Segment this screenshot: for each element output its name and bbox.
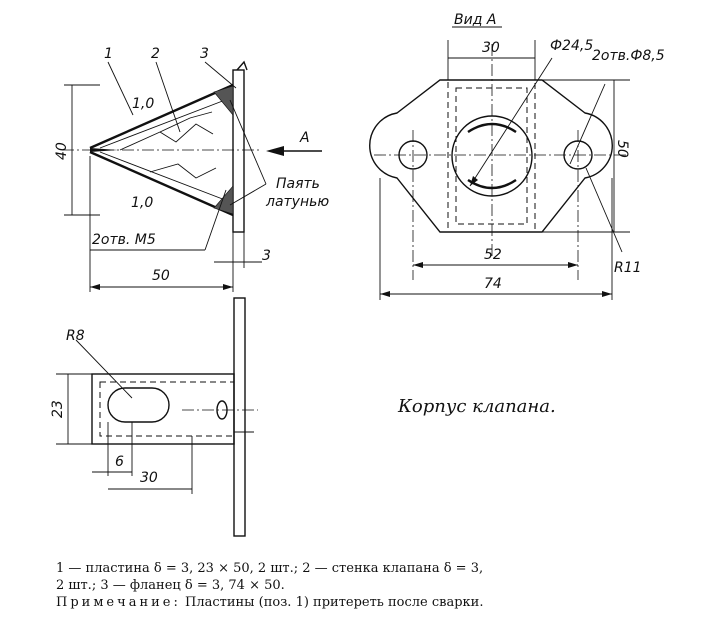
braze-joint-bottom [213,185,234,215]
lower-plate-inner-edge [99,151,234,204]
r11-label: R11 [614,260,642,276]
plate-outline [91,373,235,445]
bottom-view: R8 23 6 30 [50,297,258,537]
dia-leader [469,57,553,187]
dim-30-text: 30 [482,40,500,56]
braze-note-line2: латунью [265,194,329,210]
side-view: A Паять латунью 1 2 3 1,0 1,0 40 2отв. М… [54,46,329,292]
lower-plate [89,150,234,217]
r8-label: R8 [66,328,85,344]
thickness-bottom: 1,0 [131,195,153,211]
leader-pos2 [155,61,181,133]
holes-d85-leader [569,83,606,165]
flange-outline [369,79,613,233]
holes-m5-label: 2отв. М5 [92,232,156,248]
notes-line1: 1 — пластина δ = 3, 23 × 50, 2 шт.; 2 — … [56,561,484,576]
flange-plate [232,69,245,233]
dim-40-text: 40 [54,142,70,160]
callout-pos2: 2 [151,46,160,62]
leader-pos3 [204,61,237,89]
drawing-title: Корпус клапана. [397,396,556,417]
notes-line3: Примечание: Пластины (поз. 1) притереть … [56,594,696,611]
dim-52-text: 52 [484,247,502,263]
valve-wall-edge [119,111,213,151]
technical-drawing: A Паять латунью 1 2 3 1,0 1,0 40 2отв. М… [50,12,665,537]
thickness-top: 1,0 [132,96,154,112]
central-bore [451,115,533,197]
dim-6-text: 6 [115,454,124,470]
braze-joint-top [213,85,234,116]
upper-plate [89,83,234,150]
notes-line2: 2 шт.; 3 — фланец δ = 3, 74 × 50. [56,578,285,593]
flange-edge [233,297,246,537]
braze-leader-top [229,99,267,185]
plate-hidden-outline [99,381,235,437]
valve-wall-hidden-outer [447,79,536,233]
dim-50-arrow-right [223,284,233,290]
holes-d85-label: 2отв.Ф8,5 [592,48,665,64]
dim-50-text: 50 [152,268,170,284]
break-line-top [159,123,214,143]
upper-plate-inner-edge [99,96,234,149]
dim-3-text: 3 [262,248,271,264]
view-arrow-letter: A [299,130,310,146]
dim-74-arrow-left [380,291,390,297]
dim-74-arrow-right [602,291,612,297]
dim-52-arrow-left [413,262,423,268]
dia-arrow [470,176,478,186]
flange-top-chamfer [236,60,248,71]
m5-leader [204,189,227,251]
braze-leader-bottom [229,183,267,206]
slot [107,387,170,423]
view-a: Вид А Ф24,5 2отв.Ф8,5 30 50 [369,12,665,300]
dim-30b-text: 30 [140,470,158,486]
dim-52-arrow-right [568,262,578,268]
callout-pos1: 1 [104,46,113,62]
note-text: Пластины (поз. 1) притереть после сварки… [185,595,484,610]
note-label: Примечание: [56,595,181,610]
view-arrow-head [266,146,284,156]
braze-note-line1: Паять [276,176,320,192]
dim-50-arrow-left [90,284,100,290]
callout-pos3: 3 [200,46,209,62]
break-line-bottom [149,163,217,179]
dim-23-text: 23 [50,400,66,418]
leader-pos1 [107,61,134,116]
valve-wall-hidden-inner [455,87,528,225]
view-a-title: Вид А [454,12,496,28]
r11-leader [585,167,623,253]
r8-leader [75,339,133,399]
dia-24-5-label: Ф24,5 [550,38,593,54]
notes-block: 1 — пластина δ = 3, 23 × 50, 2 шт.; 2 — … [56,560,696,611]
dim-50v-text: 50 [614,140,630,158]
dim-74-text: 74 [484,276,502,292]
